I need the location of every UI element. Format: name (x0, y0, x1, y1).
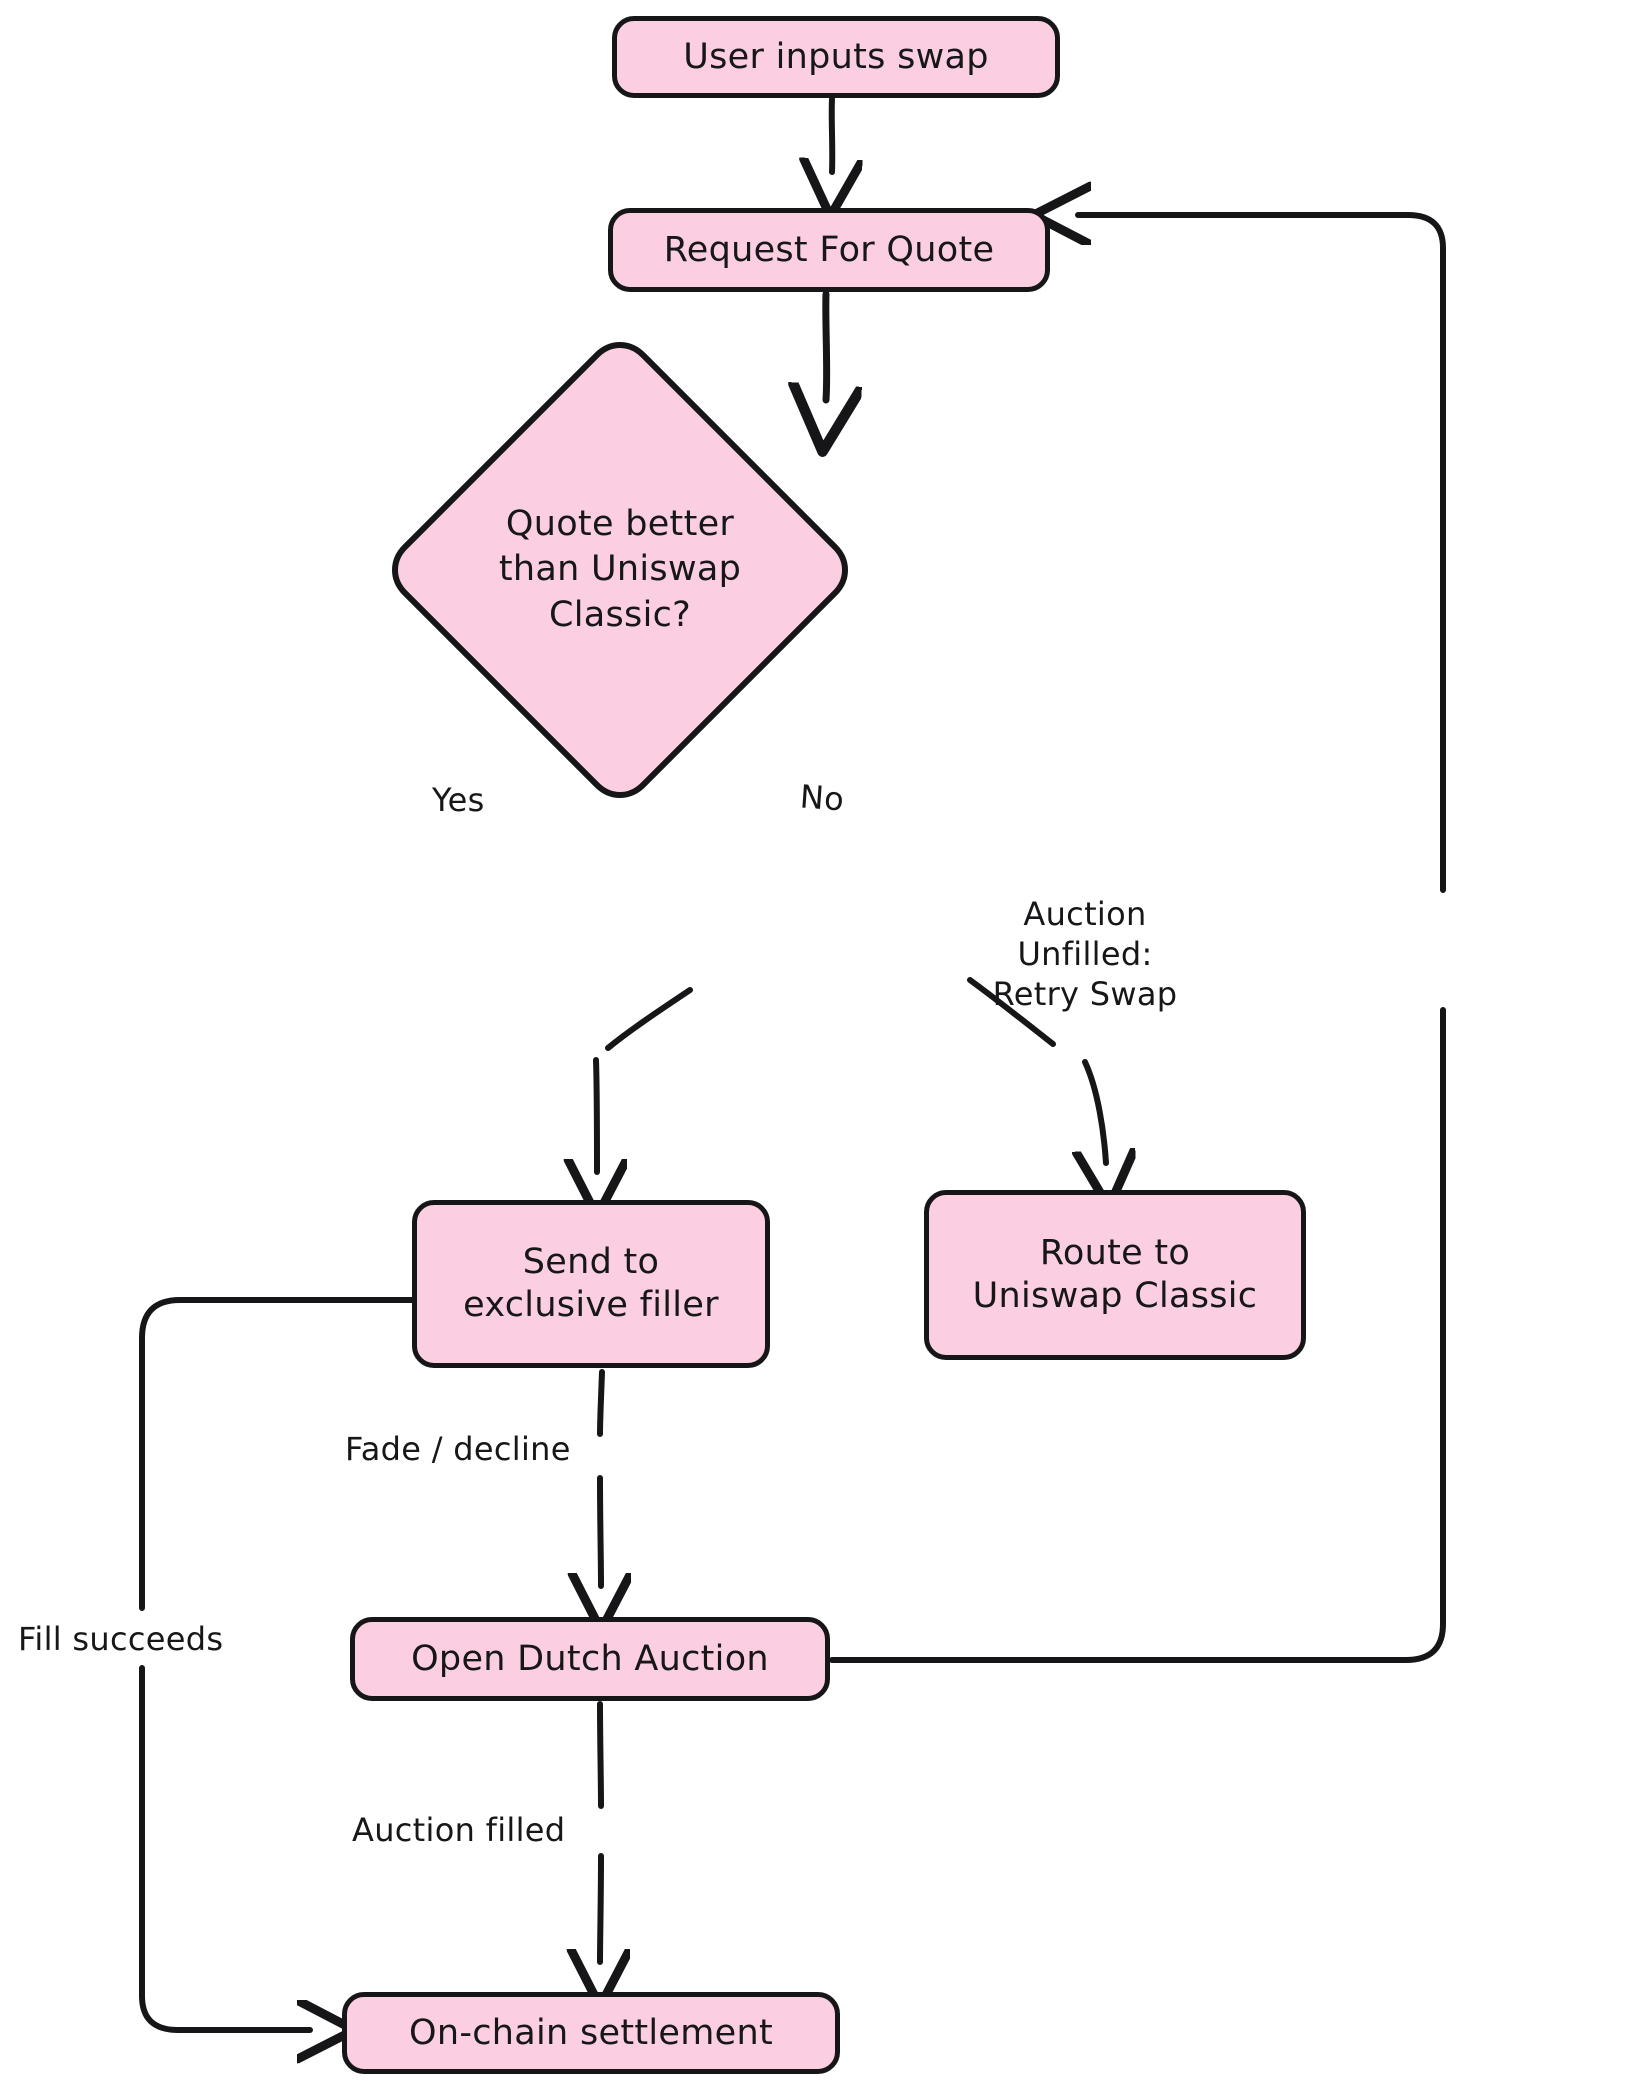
edge-label-no: No (798, 777, 846, 819)
node-onchain-settlement[interactable]: On-chain settlement (342, 1992, 840, 2074)
node-label: On-chain settlement (409, 2012, 773, 2053)
edge-send-exclusive-to-dutch-auction (600, 1369, 602, 1586)
node-label: Route to Uniswap Classic (972, 1233, 1258, 1316)
diamond-shape (392, 342, 848, 798)
edge-dutch-auction-to-settlement (600, 1701, 601, 1962)
edge-label-fade-decline: Fade / decline (345, 1430, 571, 1468)
edge-label-fill-succeeds: Fill succeeds (18, 1620, 224, 1658)
edge-label-auction-unfilled-retry-swap: Auction Unfilled: Retry Swap (992, 895, 1178, 1013)
node-open-dutch-auction[interactable]: Open Dutch Auction (350, 1617, 830, 1701)
node-route-to-uniswap-classic[interactable]: Route to Uniswap Classic (924, 1190, 1306, 1360)
node-label: Request For Quote (663, 229, 995, 270)
node-send-to-exclusive-filler[interactable]: Send to exclusive filler (412, 1200, 770, 1368)
node-label: Quote better than Uniswap Classic? (498, 503, 742, 635)
edge-label-auction-filled: Auction filled (352, 1811, 566, 1849)
node-label: User inputs swap (683, 36, 989, 77)
edge-user-inputs-to-rfq (832, 96, 833, 172)
node-request-for-quote[interactable]: Request For Quote (608, 208, 1050, 292)
edge-label-yes: Yes (432, 781, 485, 819)
node-label: Send to exclusive filler (463, 1242, 719, 1325)
node-user-inputs-swap[interactable]: User inputs swap (612, 16, 1060, 98)
edge-decision-yes-to-send-exclusive (596, 987, 693, 1172)
node-label: Open Dutch Auction (411, 1638, 769, 1679)
node-decision-quote-better[interactable]: Quote better than Uniswap Classic? (385, 335, 855, 805)
